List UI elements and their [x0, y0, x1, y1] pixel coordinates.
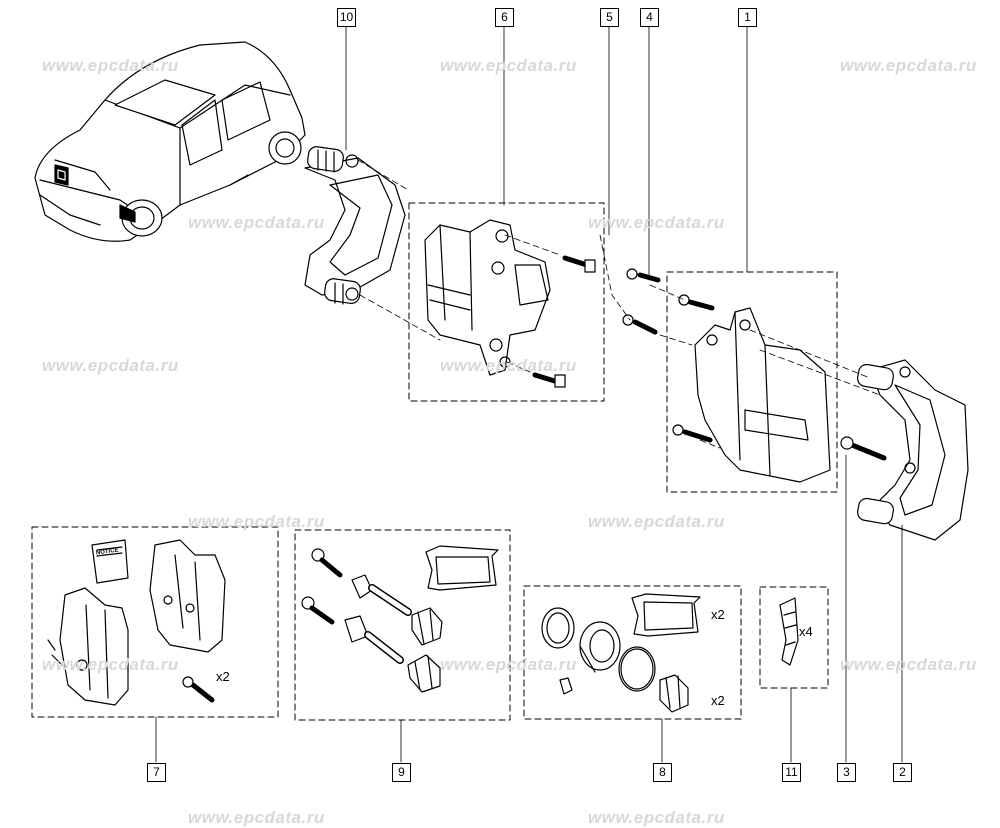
callout-part-9[interactable]: 9 — [392, 763, 411, 782]
quantity-label: x2 — [216, 669, 230, 684]
watermark: www.epcdata.ru — [188, 512, 325, 531]
watermark: www.epcdata.ru — [588, 512, 725, 531]
brake-pad-kit — [47, 539, 226, 706]
callout-part-6[interactable]: 6 — [495, 8, 514, 27]
quantity-label: x2 — [711, 693, 725, 708]
caliper-full-assembly — [622, 268, 831, 483]
callout-part-2[interactable]: 2 — [893, 763, 912, 782]
callout-part-4[interactable]: 4 — [640, 8, 659, 27]
car-illustration — [34, 41, 306, 242]
carrier-bracket-right — [857, 359, 969, 541]
quantity-label: x4 — [799, 624, 813, 639]
callout-part-7[interactable]: 7 — [147, 763, 166, 782]
assembly-lines — [357, 159, 881, 449]
watermark: www.epcdata.ru — [42, 356, 179, 375]
guide-pin-kit — [301, 545, 499, 693]
callout-part-1[interactable]: 1 — [738, 8, 757, 27]
watermark: www.epcdata.ru — [588, 808, 725, 827]
mounting-bolt — [840, 436, 887, 461]
watermark: www.epcdata.ru — [840, 655, 977, 674]
callout-part-11[interactable]: 11 — [782, 763, 801, 782]
seal-kit — [541, 593, 701, 713]
watermark: www.epcdata.ru — [440, 655, 577, 674]
carrier-bracket-left — [304, 146, 406, 305]
callout-part-10[interactable]: 10 — [337, 8, 356, 27]
caliper-housing-assembly — [424, 219, 596, 388]
kit-boxes — [31, 202, 838, 721]
watermark: www.epcdata.ru — [440, 356, 577, 375]
callout-part-8[interactable]: 8 — [653, 763, 672, 782]
callout-part-5[interactable]: 5 — [600, 8, 619, 27]
watermark: www.epcdata.ru — [42, 655, 179, 674]
leader-lines — [155, 25, 903, 763]
watermark: www.epcdata.ru — [42, 56, 179, 75]
watermark: www.epcdata.ru — [188, 213, 325, 232]
watermark: www.epcdata.ru — [440, 56, 577, 75]
watermark: www.epcdata.ru — [588, 213, 725, 232]
callout-part-3[interactable]: 3 — [837, 763, 856, 782]
quantity-label: x2 — [711, 607, 725, 622]
spring-clip-kit — [779, 597, 799, 666]
watermark: www.epcdata.ru — [840, 56, 977, 75]
watermark: www.epcdata.ru — [188, 808, 325, 827]
